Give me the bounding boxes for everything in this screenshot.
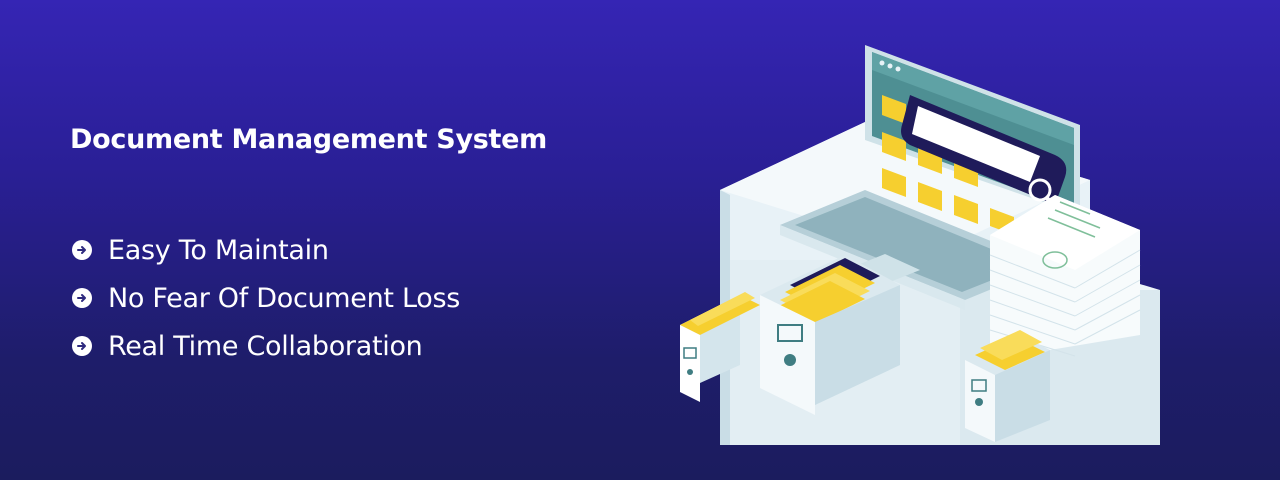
list-item: Easy To Maintain bbox=[72, 226, 460, 274]
drawer-icon bbox=[965, 330, 1050, 445]
feature-label: Easy To Maintain bbox=[108, 234, 329, 266]
paper-stack-icon bbox=[989, 195, 1141, 360]
feature-list: Easy To Maintain No Fear Of Document Los… bbox=[72, 226, 460, 370]
list-item: No Fear Of Document Loss bbox=[72, 274, 460, 322]
arrow-circle-right-icon bbox=[72, 336, 92, 356]
drawer-icon bbox=[760, 255, 900, 415]
arrow-circle-right-icon bbox=[72, 288, 92, 308]
feature-label: Real Time Collaboration bbox=[108, 330, 423, 362]
drawer-icon bbox=[680, 292, 760, 402]
arrow-circle-right-icon bbox=[72, 240, 92, 260]
document-storage-illustration bbox=[680, 45, 1160, 445]
page-title: Document Management System bbox=[70, 124, 547, 155]
feature-label: No Fear Of Document Loss bbox=[108, 282, 461, 314]
laptop-icon bbox=[780, 45, 1080, 310]
list-item: Real Time Collaboration bbox=[72, 322, 460, 370]
